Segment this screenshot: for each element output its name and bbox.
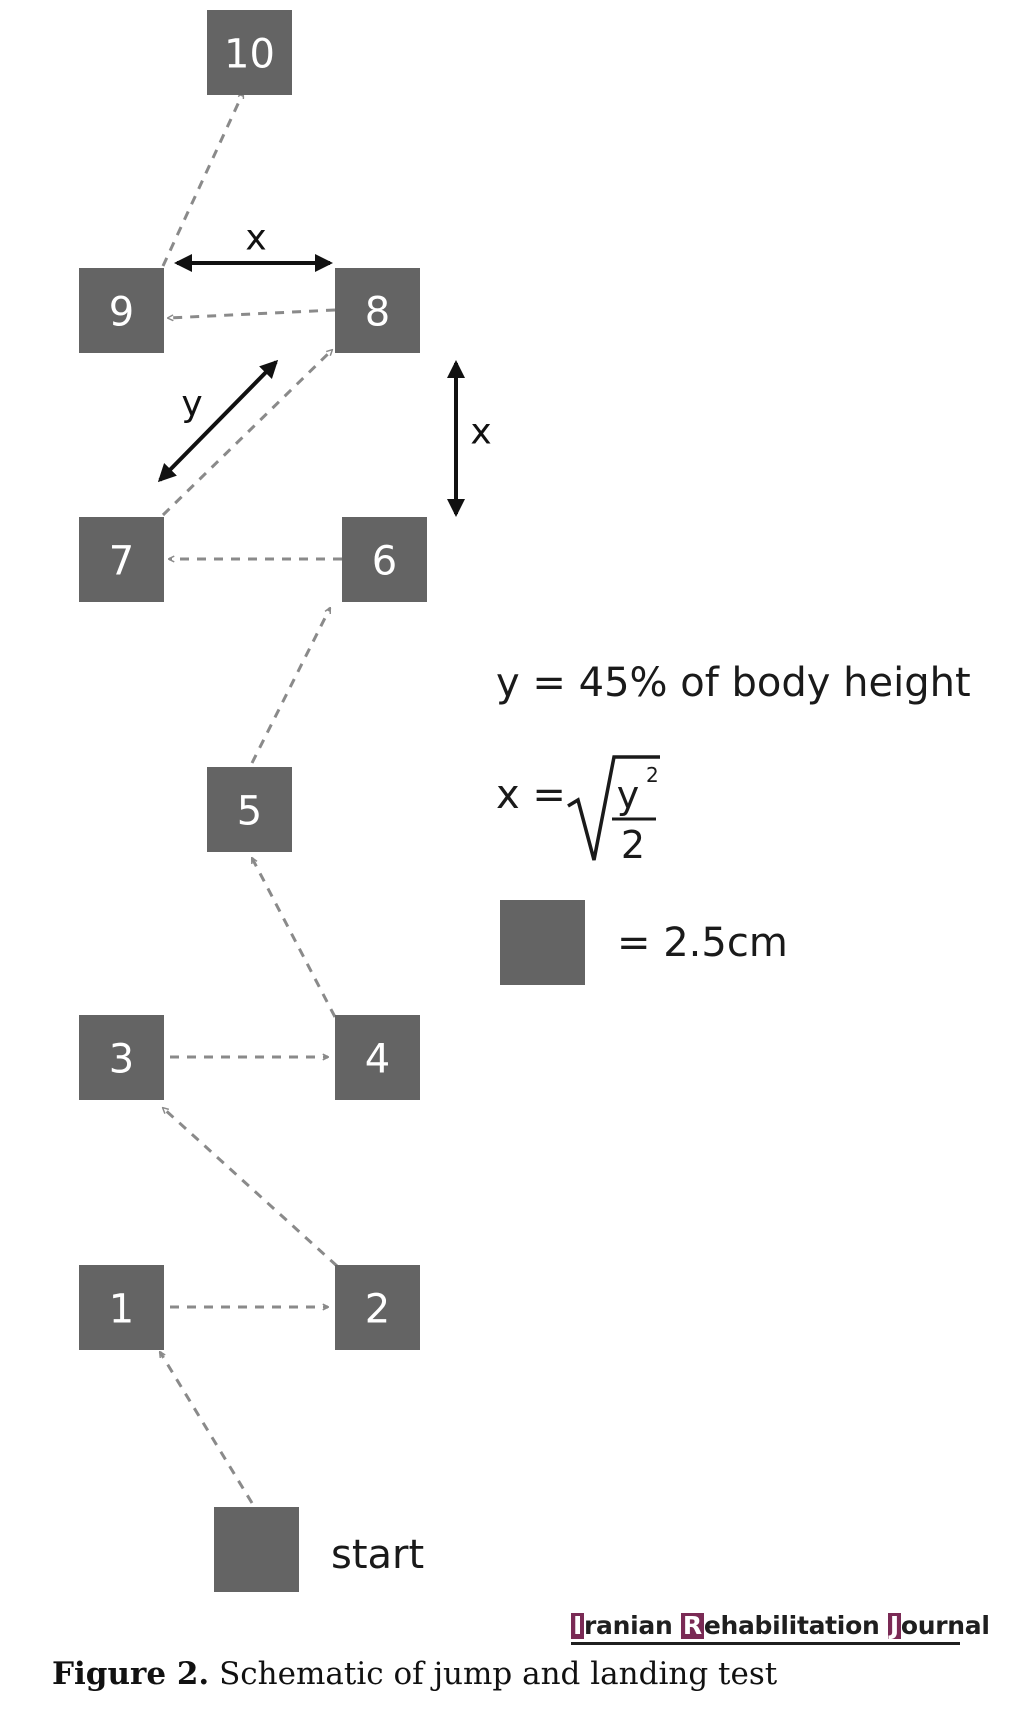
square-label-6: 6 — [372, 539, 397, 585]
square-4 — [335, 1015, 420, 1100]
square-8 — [335, 268, 420, 353]
square-label-7: 7 — [109, 539, 134, 585]
x-formula-numerator: y — [617, 773, 640, 817]
x-vertical-label: x — [470, 412, 491, 453]
jump-landing-diagram: 1 2 3 4 5 6 7 8 9 10 x x y start y = 45% of body … — [79, 10, 971, 1592]
square-label-8: 8 — [365, 290, 390, 336]
x-formula-denominator: 2 — [621, 823, 645, 867]
y-formula: y = 45% of body height — [496, 660, 971, 706]
square-3 — [79, 1015, 164, 1100]
logo-word: ournal — [900, 1611, 990, 1640]
landing-squares: 1 2 3 4 5 6 7 8 9 10 — [79, 10, 427, 1592]
jump-arrow-8-to-9 — [168, 308, 336, 318]
legend-square — [500, 900, 585, 985]
jump-arrow-2-to-3 — [163, 1108, 339, 1268]
figure-caption: Figure 2. Schematic of jump and landing … — [52, 1656, 777, 1692]
start-label: start — [331, 1532, 424, 1578]
logo-word: ehabilitation — [703, 1611, 888, 1640]
figure-caption-text: Schematic of jump and landing test — [209, 1656, 778, 1692]
square-2 — [335, 1265, 420, 1350]
jump-arrow-7-to-8 — [161, 350, 332, 517]
square-5 — [207, 767, 292, 852]
square-7 — [79, 517, 164, 602]
jump-arrow-start-to-1 — [158, 1352, 254, 1504]
square-label-9: 9 — [109, 290, 134, 336]
square-label-10: 10 — [224, 32, 275, 78]
x-horizontal-label: x — [245, 218, 266, 259]
logo-initial: J — [887, 1611, 901, 1640]
logo-initial: I — [571, 1611, 585, 1640]
square-9 — [79, 268, 164, 353]
square-label-3: 3 — [109, 1037, 134, 1083]
square-label-2: 2 — [365, 1287, 390, 1333]
square-1 — [79, 1265, 164, 1350]
square-6 — [342, 517, 427, 602]
x-formula: x = y 2 2 — [496, 755, 660, 867]
y-diagonal-dimension-arrow — [157, 359, 279, 483]
y-diagonal-label: y — [181, 384, 202, 425]
square-label-4: 4 — [365, 1037, 390, 1083]
jump-arrow-4-to-5 — [250, 858, 337, 1018]
logo-word: ranian — [584, 1611, 681, 1640]
square-10 — [207, 10, 292, 95]
journal-logo: Iranian Rehabilitation Journal — [571, 1611, 990, 1645]
figure-number: Figure 2. — [52, 1656, 210, 1692]
square-label-5: 5 — [237, 789, 262, 835]
square-root-sign — [567, 755, 660, 861]
x-formula-lhs: x = — [496, 772, 566, 818]
x-formula-exponent: 2 — [646, 763, 659, 787]
square-label-1: 1 — [109, 1287, 134, 1333]
square-start — [214, 1507, 299, 1592]
jump-arrow-9-to-10 — [161, 93, 245, 267]
jump-arrow-5-to-6 — [250, 608, 332, 764]
square-size-value: = 2.5cm — [617, 920, 788, 966]
jump-path-arrows — [158, 93, 342, 1504]
logo-initial: R — [680, 1611, 704, 1640]
